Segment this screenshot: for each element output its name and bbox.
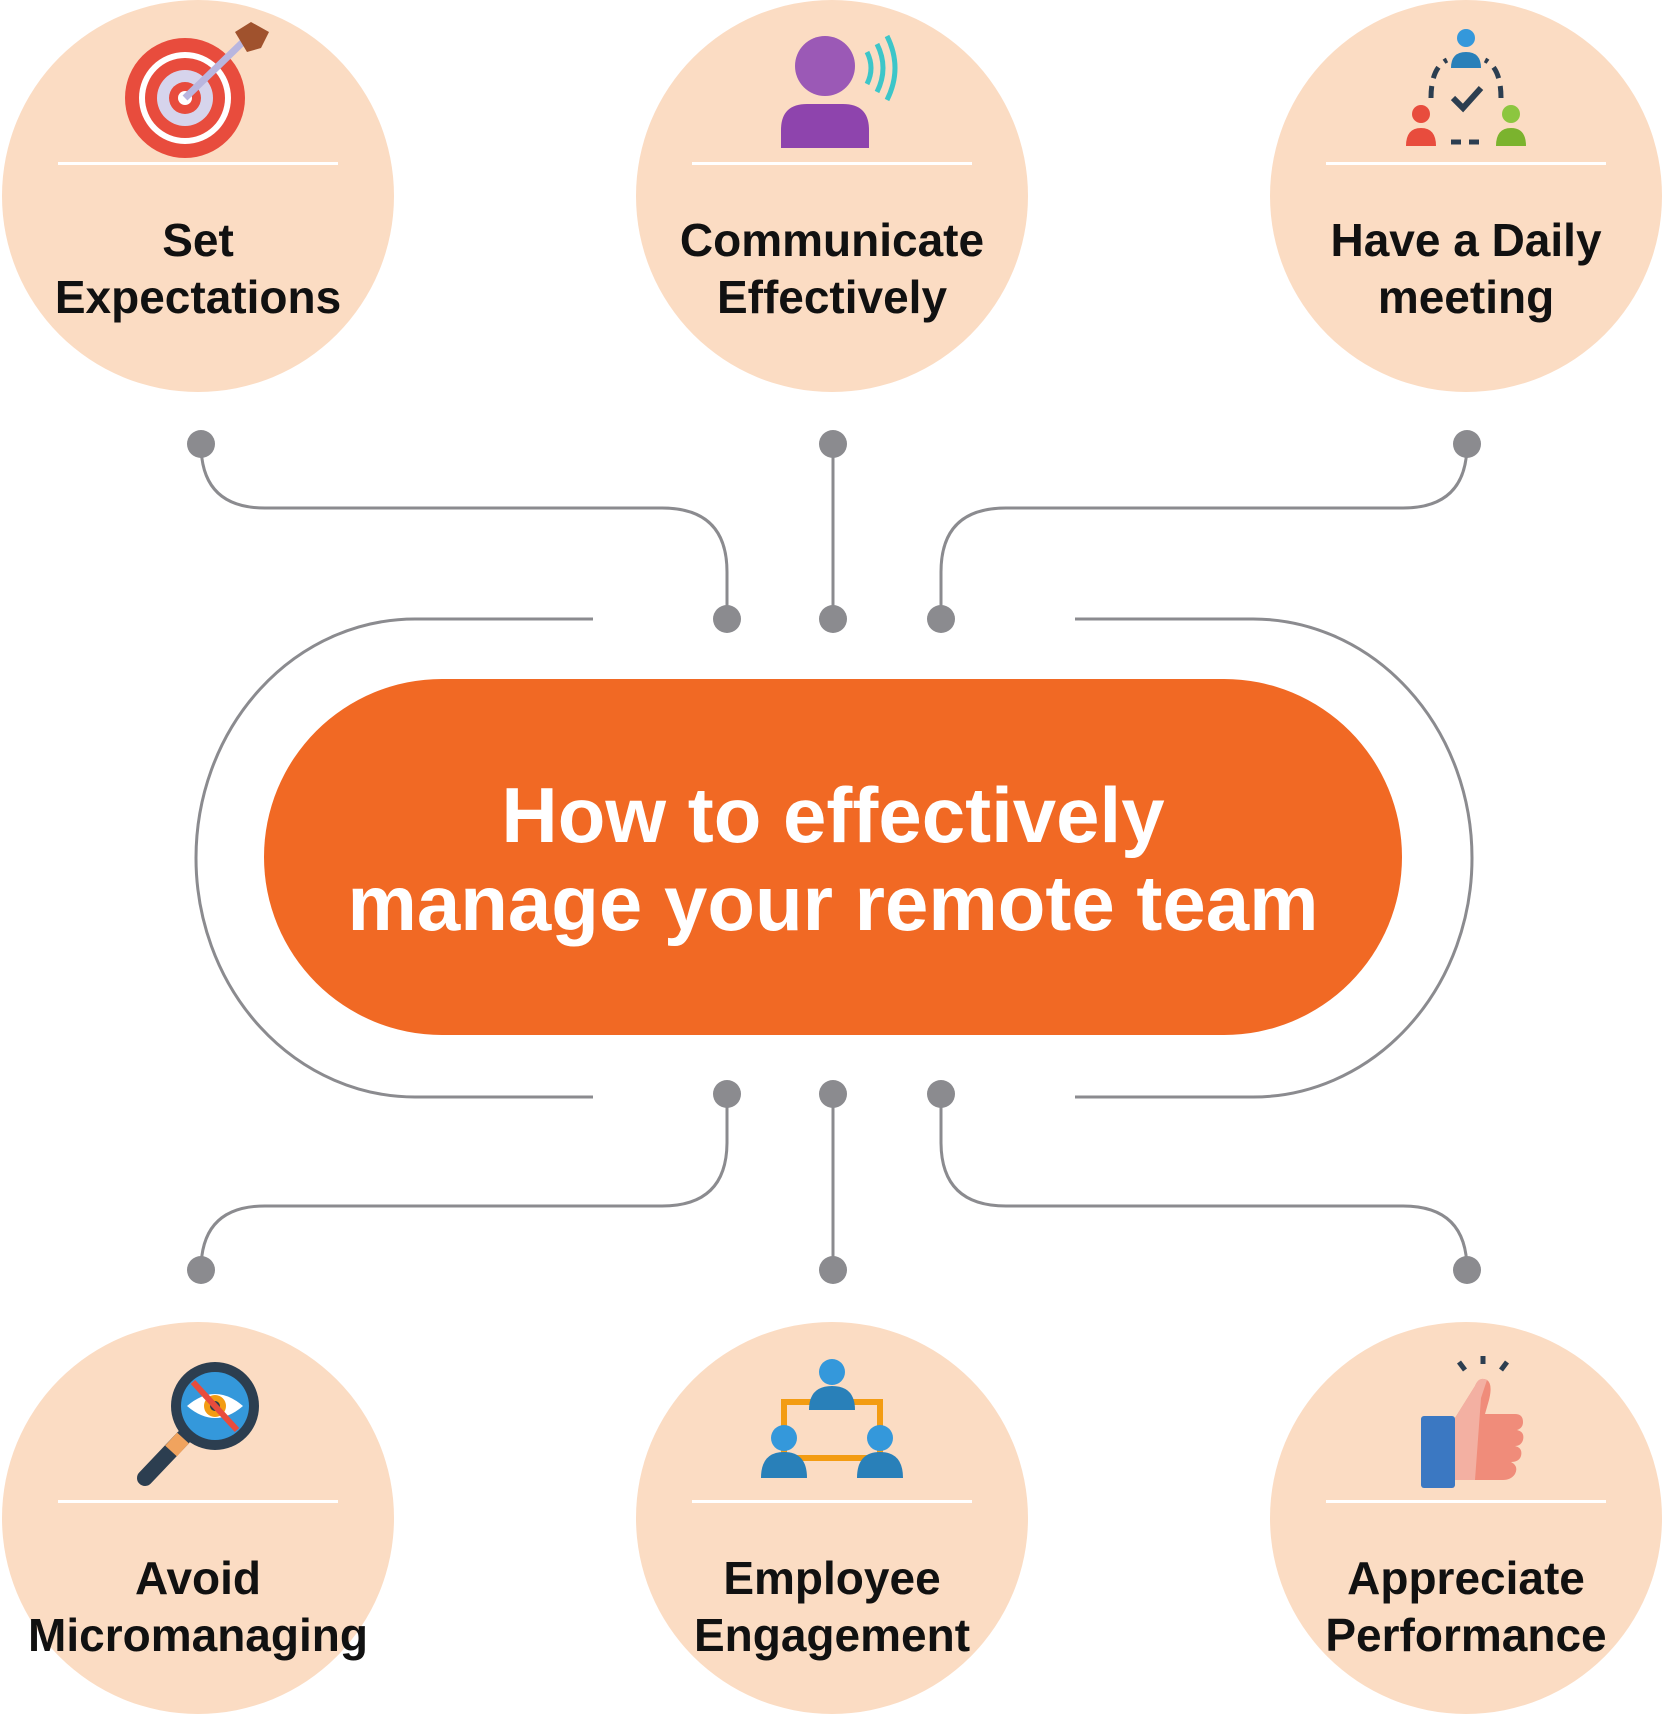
connected-people-icon: [636, 1356, 1028, 1496]
node-label-line: Expectations: [54, 271, 342, 323]
node-label-line: Employee: [723, 1552, 941, 1604]
node-label: Set Expectations: [12, 212, 384, 326]
connector-dot: [187, 1256, 215, 1284]
speaking-person-icon: [636, 18, 1028, 158]
node-divider: [1326, 162, 1606, 165]
node-label-line: Performance: [1325, 1609, 1607, 1661]
node-divider: [1326, 1500, 1606, 1503]
thumbs-up-icon: [1270, 1356, 1662, 1496]
connector-dot: [1453, 430, 1481, 458]
node-label: Communicate Effectively: [646, 212, 1018, 326]
node-avoid-micromanaging: Avoid Micromanaging: [2, 1322, 394, 1714]
connector-daily-meeting: [939, 443, 1469, 619]
connector-dot: [1453, 1256, 1481, 1284]
node-label-line: Effectively: [716, 271, 948, 323]
node-label: Avoid Micromanaging: [12, 1550, 384, 1664]
node-set-expectations: Set Expectations: [2, 0, 394, 392]
connector-dot: [819, 1080, 847, 1108]
connector-dot: [713, 1080, 741, 1108]
node-label-line: Micromanaging: [28, 1609, 368, 1661]
center-title: How to effectively manage your remote te…: [264, 771, 1402, 947]
node-divider: [692, 162, 972, 165]
node-divider: [58, 1500, 338, 1503]
center-title-line-1: How to effectively: [501, 771, 1165, 859]
center-title-line-2: manage your remote team: [347, 859, 1319, 947]
node-label-line: Have a Daily: [1330, 214, 1602, 266]
connector-dot: [819, 605, 847, 633]
node-label-line: Communicate: [679, 214, 985, 266]
node-divider: [58, 162, 338, 165]
connector-dot: [927, 605, 955, 633]
outer-track-left: [194, 617, 593, 1099]
connector-avoid-micromanaging: [199, 1094, 729, 1271]
node-label-line: Set: [162, 214, 234, 266]
connector-dot: [713, 605, 741, 633]
no-surveillance-magnifier-icon: [2, 1356, 394, 1496]
node-label: Appreciate Performance: [1280, 1550, 1652, 1664]
node-label-line: Engagement: [693, 1609, 971, 1661]
node-label-line: meeting: [1377, 271, 1555, 323]
node-daily-meeting: Have a Daily meeting: [1270, 0, 1662, 392]
center-title-pill: How to effectively manage your remote te…: [264, 679, 1402, 1035]
node-label-line: Appreciate: [1347, 1552, 1585, 1604]
node-appreciate-performance: Appreciate Performance: [1270, 1322, 1662, 1714]
node-communicate-effectively: Communicate Effectively: [636, 0, 1028, 392]
connector-dot: [819, 1256, 847, 1284]
node-label-line: Avoid: [134, 1552, 262, 1604]
node-label: Have a Daily meeting: [1280, 212, 1652, 326]
connector-dot: [187, 430, 215, 458]
connector-appreciate-performance: [939, 1094, 1469, 1271]
target-icon: [2, 18, 394, 158]
outer-track-right: [1075, 617, 1474, 1099]
node-label: Employee Engagement: [646, 1550, 1018, 1664]
connector-set-expectations: [199, 443, 729, 619]
team-cycle-icon: [1270, 18, 1662, 158]
node-employee-engagement: Employee Engagement: [636, 1322, 1028, 1714]
connector-dot: [927, 1080, 955, 1108]
node-divider: [692, 1500, 972, 1503]
connector-dot: [819, 430, 847, 458]
